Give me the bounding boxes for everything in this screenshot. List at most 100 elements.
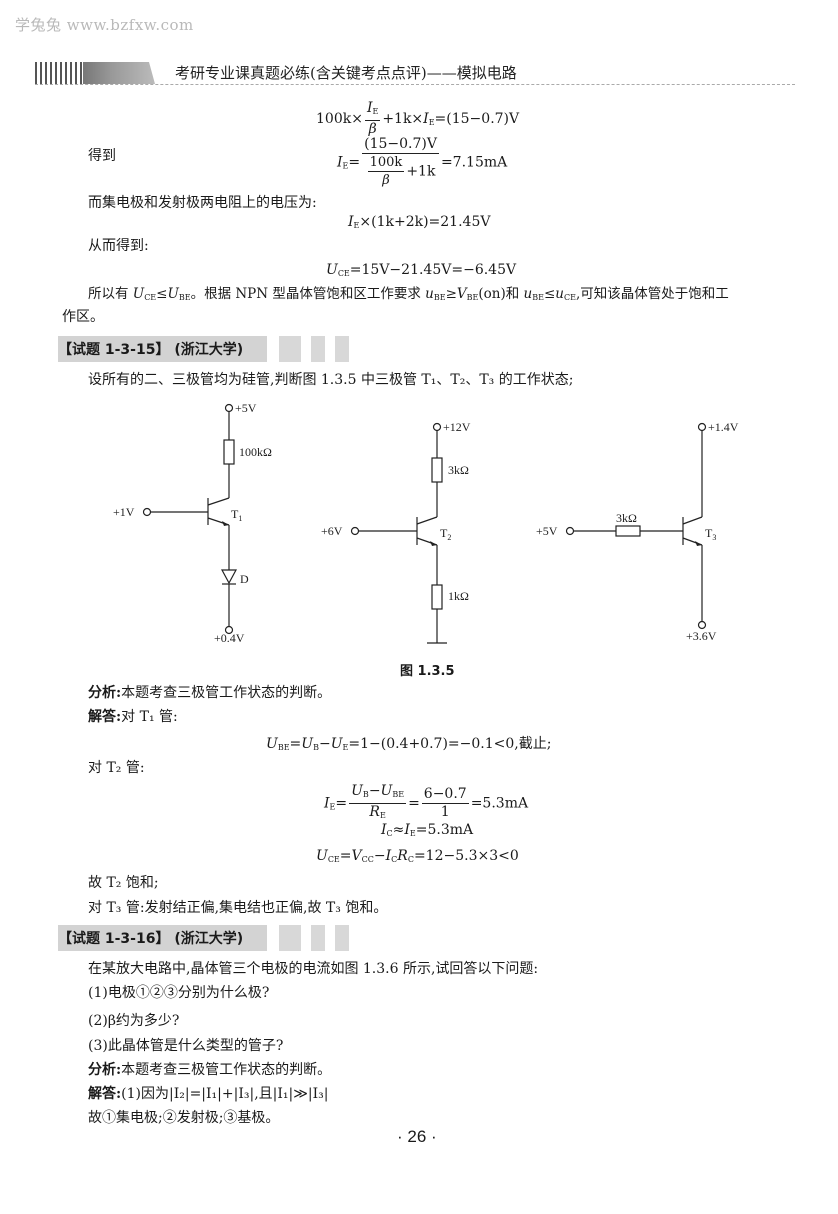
- problem-15-statement: 设所有的二、三极管均为硅管,判断图 1.3.5 中三极管 T₁、T₂、T₃ 的工…: [88, 372, 574, 388]
- eq-sub: BE: [392, 790, 405, 799]
- watermark: 学兔兔 www.bzfxw.com: [15, 16, 194, 34]
- answer-label: 解答:: [88, 709, 122, 725]
- problem-15-header: 【试题 1-3-15】 (浙江大学): [58, 336, 350, 362]
- eq-term: +1k: [406, 163, 436, 180]
- eq-term: =1−(0.4+0.7)=−0.1<0,截止;: [348, 736, 552, 752]
- section-decoration: [279, 336, 350, 362]
- eq-term: =: [339, 848, 352, 864]
- eq-sub: CE: [327, 855, 340, 864]
- eq-term: −: [318, 736, 331, 752]
- eq-var: U: [167, 286, 179, 302]
- eq-var: U: [326, 262, 338, 278]
- eq-sub: B: [362, 790, 369, 799]
- equation-t2-uce: UCE=VCC−ICRC=12−5.3×3<0: [316, 848, 519, 864]
- eq-sub: CC: [361, 855, 374, 864]
- circuit-figure-1-3-5: +5V 100kΩ +1V T1 D +0.4V +12V 3kΩ +6V T2…: [113, 401, 739, 645]
- c3-rb-label: 3kΩ: [616, 511, 637, 525]
- c1-resistor-label: 100kΩ: [239, 445, 272, 459]
- problem-16-analysis: 分析:本题考查三极管工作状态的判断。: [88, 1060, 331, 1080]
- t3-conclusion: 对 T₃ 管:发射结正偏,集电结也正偏,故 T₃ 饱和。: [88, 900, 388, 916]
- eq-var: I: [337, 154, 343, 171]
- text-get: 得到: [88, 148, 116, 164]
- c1-bottom-label: +0.4V: [214, 631, 245, 645]
- equation-4: UCE=15V−21.45V=−6.45V: [326, 262, 516, 278]
- eq-var: I: [324, 795, 330, 812]
- eq-sub: E: [353, 221, 360, 230]
- c1-transistor-label: T1: [231, 507, 242, 523]
- eq-term: =5.3mA: [470, 795, 529, 812]
- problem-16-answer-line2: 故①集电极;②发射极;③基极。: [88, 1110, 280, 1126]
- problem-16-q1: (1)电极①②③分别为什么极?: [88, 985, 270, 1001]
- eq-sub: E: [342, 743, 349, 752]
- eq-sub: E: [379, 811, 386, 820]
- eq-sub: B: [313, 743, 319, 752]
- eq-var: U: [301, 736, 314, 752]
- eq-sub: E: [372, 107, 379, 116]
- eq-sub: E: [342, 161, 349, 171]
- eq-var: R: [397, 848, 408, 864]
- eq-var: I: [348, 214, 354, 230]
- eq-var: −U: [368, 783, 393, 799]
- eq-sub: CE: [563, 293, 576, 302]
- eq-var: u: [425, 286, 434, 302]
- header-title: 考研专业课真题必练(含关键考点点评)——模拟电路: [175, 64, 517, 82]
- eq-sub: E: [329, 802, 336, 812]
- header-decoration: [35, 62, 155, 84]
- problem-15-label: 【试题 1-3-15】 (浙江大学): [58, 336, 268, 362]
- eq-term: +1k×: [382, 111, 424, 127]
- eq-sub: BE: [532, 293, 544, 302]
- eq-term: 6−0.7: [421, 786, 469, 804]
- eq-sub: E: [409, 829, 416, 838]
- eq-term: 1: [440, 804, 450, 820]
- t2-conclusion: 故 T₂ 饱和;: [88, 875, 159, 891]
- eq-term: =15V−21.45V=−6.45V: [349, 262, 517, 278]
- c1-vcc-label: +5V: [235, 401, 257, 415]
- analysis-text: 本题考查三极管工作状态的判断。: [121, 1062, 332, 1078]
- eq-term: =7.15mA: [440, 154, 508, 171]
- eq-term: =(15−0.7)V: [434, 111, 520, 127]
- eq-sub: BE: [277, 743, 290, 752]
- conclusion-line-2: 作区。: [62, 309, 104, 325]
- c2-rc-label: 3kΩ: [448, 463, 469, 477]
- analysis-text: 本题考查三极管工作状态的判断。: [121, 685, 332, 701]
- text-thus: 从而得到:: [88, 238, 149, 254]
- c2-vcc-label: +12V: [443, 420, 471, 434]
- eq-var: β: [368, 121, 377, 137]
- c2-transistor-label: T2: [440, 526, 451, 542]
- eq-sub: C: [391, 855, 398, 864]
- eq-term: ×(1k+2k)=21.45V: [359, 214, 491, 230]
- problem-16-q3: (3)此晶体管是什么类型的管子?: [88, 1038, 284, 1054]
- eq-var: I: [381, 822, 387, 838]
- equation-t1: UBE=UB−UE=1−(0.4+0.7)=−0.1<0,截止;: [266, 733, 551, 753]
- eq-term: =12−5.3×3<0: [413, 848, 519, 864]
- eq-term: ≈: [392, 822, 405, 838]
- eq-var: U: [266, 736, 278, 752]
- figure-caption: 图 1.3.5: [400, 664, 455, 679]
- eq-term: =5.3mA: [415, 822, 474, 838]
- answer-text: 对 T₁ 管:: [121, 709, 178, 725]
- eq-sub: CE: [337, 269, 350, 278]
- eq-term: 100k: [367, 155, 405, 172]
- problem-16-statement: 在某放大电路中,晶体管三个电极的电流如图 1.3.6 所示,试回答以下问题:: [88, 961, 539, 977]
- text-run: ≤: [543, 286, 556, 302]
- eq-var: I: [423, 111, 429, 127]
- text-run: 所以有: [88, 286, 133, 302]
- page-number: · 26 ·: [397, 1127, 437, 1146]
- c1-input-label: +1V: [113, 505, 135, 519]
- eq-sub: C: [386, 829, 393, 838]
- eq-var: I: [366, 100, 373, 116]
- running-header: 考研专业课真题必练(含关键考点点评)——模拟电路: [35, 60, 517, 84]
- c3-top-label: +1.4V: [708, 420, 739, 434]
- answer-text: (1)因为|I₂|=|I₁|+|I₃|,且|I₁|≫|I₃|: [121, 1086, 329, 1102]
- eq-var: R: [369, 804, 380, 820]
- eq-sub: BE: [466, 293, 479, 302]
- c2-re-label: 1kΩ: [448, 589, 469, 603]
- text-voltage-intro: 而集电极和发射极两电阻上的电压为:: [88, 195, 317, 211]
